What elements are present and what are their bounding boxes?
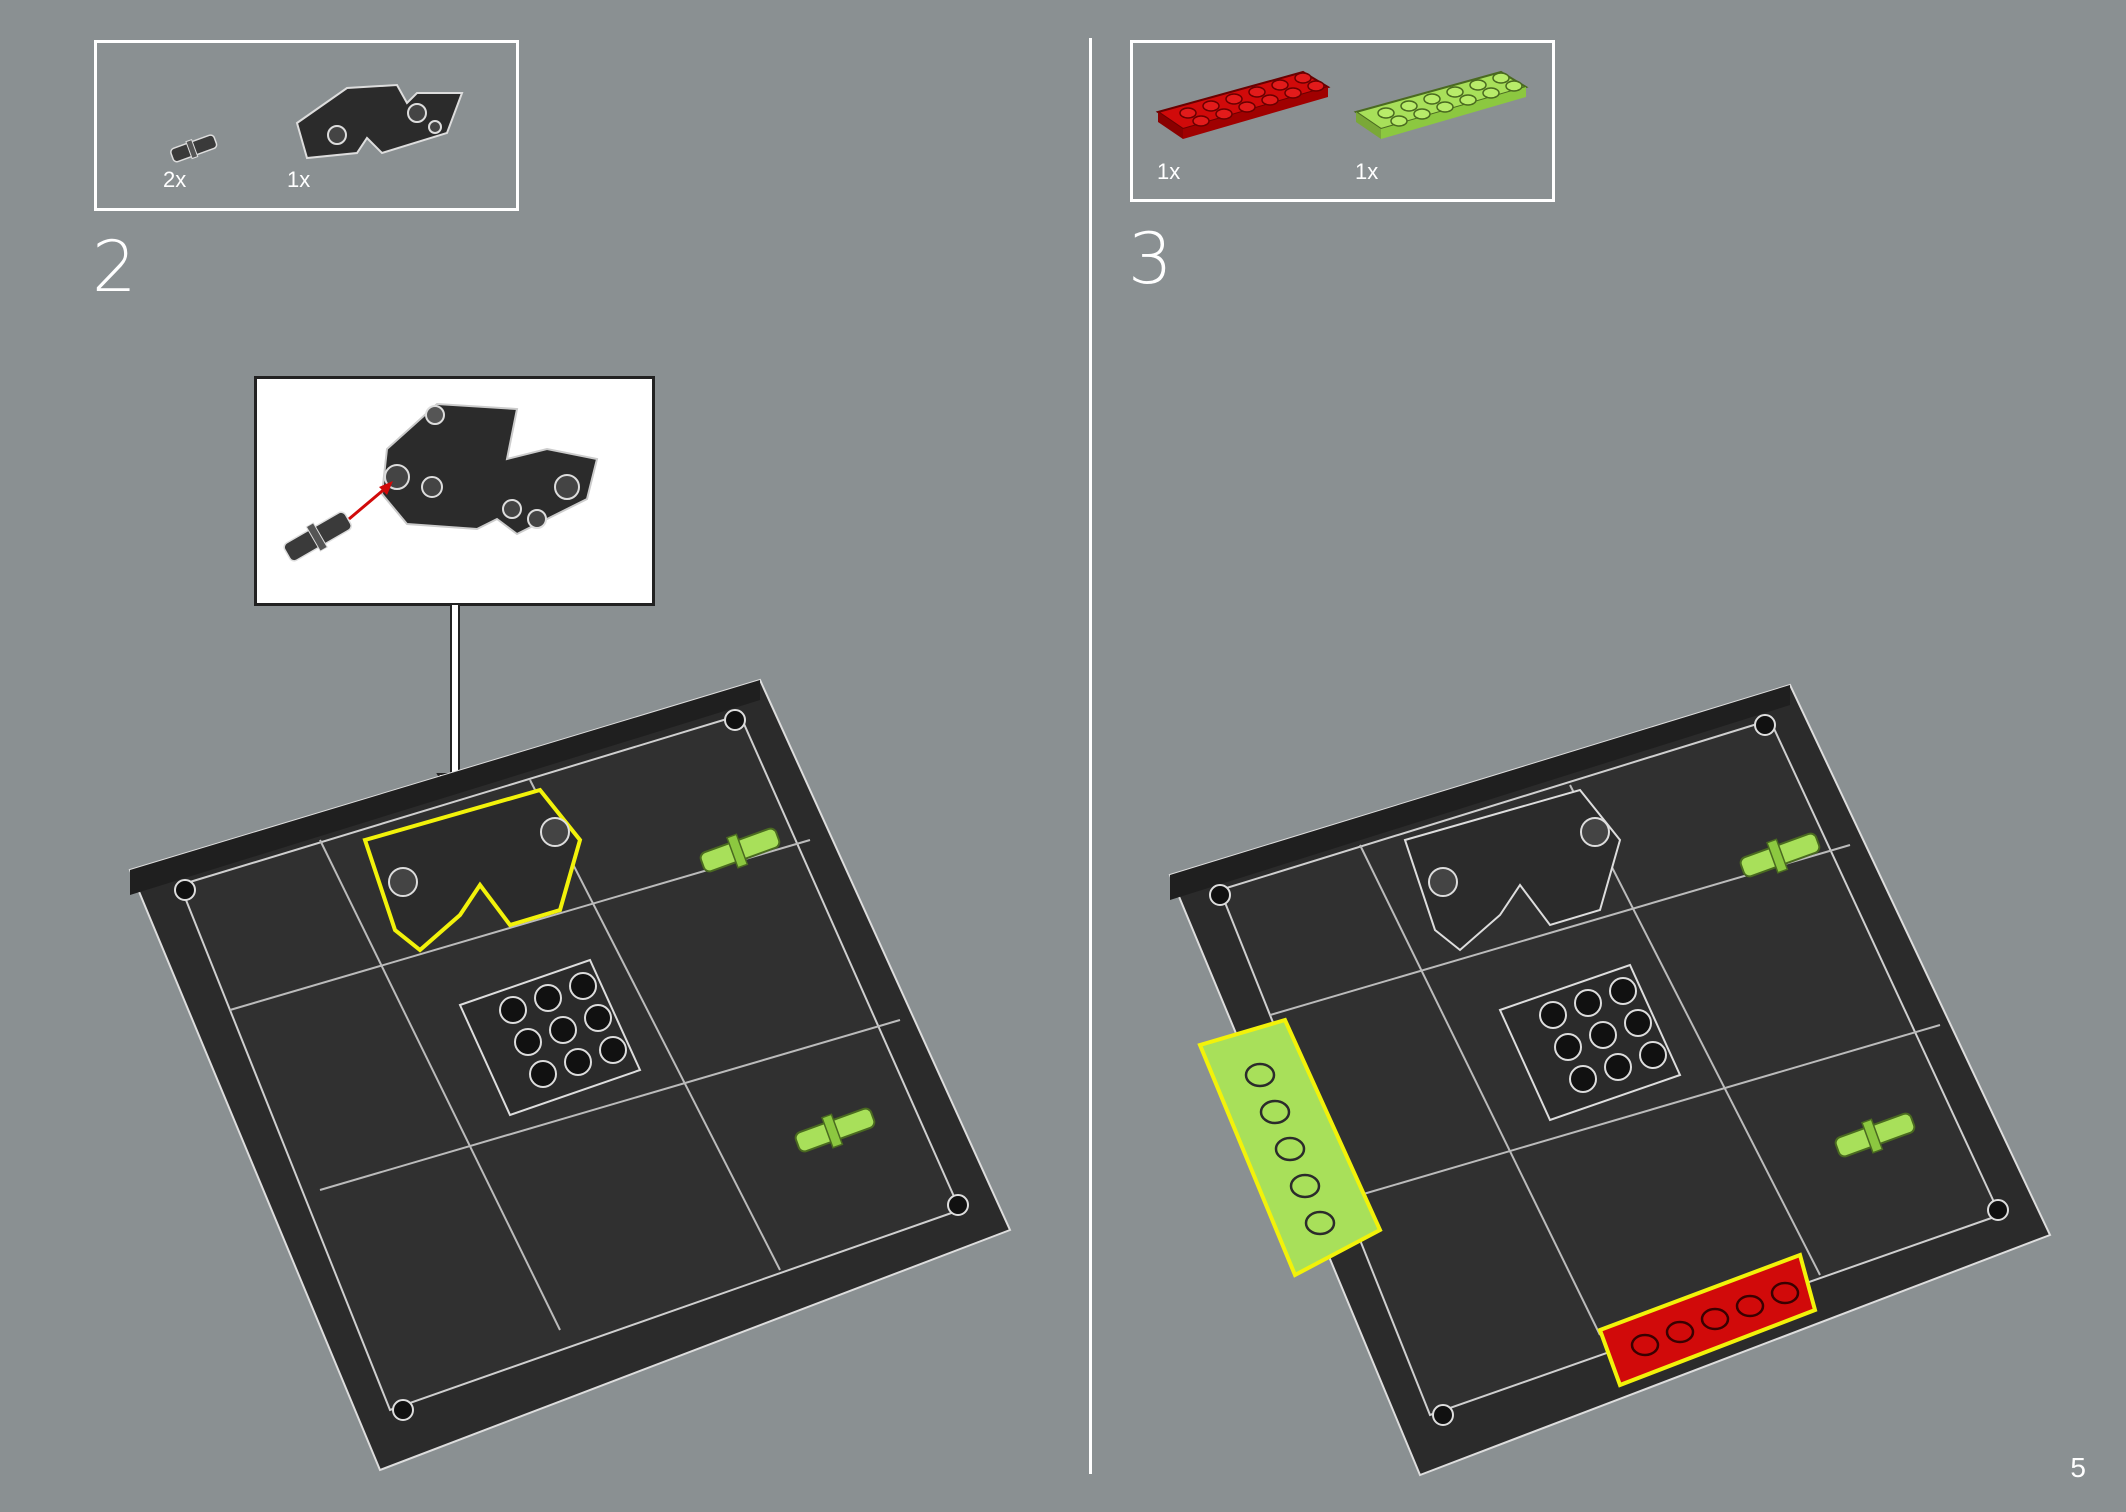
lime-pin bbox=[699, 827, 876, 1153]
page-divider bbox=[1089, 38, 1092, 1474]
lime-plate bbox=[1197, 1017, 1383, 1278]
pin-insert-illustration bbox=[283, 402, 599, 562]
step-number: 2 bbox=[92, 226, 137, 308]
step-3-parts-list: 1x 1x bbox=[1130, 40, 1555, 202]
step-3-model bbox=[1168, 683, 2052, 1477]
part-qty: 1x bbox=[1355, 159, 1379, 184]
connector-pin-icon bbox=[170, 134, 218, 163]
assembly-callout bbox=[254, 376, 655, 606]
lime-plate-icon bbox=[1353, 70, 1529, 139]
part-qty: 2x bbox=[163, 167, 187, 192]
red-plate bbox=[1597, 1252, 1818, 1388]
part-qty: 1x bbox=[287, 167, 311, 192]
red-plate-icon bbox=[1155, 70, 1331, 139]
step-number: 3 bbox=[1128, 218, 1173, 300]
step-2-model bbox=[128, 678, 1012, 1472]
page-number: 5 bbox=[2070, 1452, 2086, 1483]
part-qty: 1x bbox=[1157, 159, 1181, 184]
beam-frame-icon bbox=[295, 83, 464, 160]
step-2-parts-list: 2x 1x bbox=[94, 40, 519, 211]
